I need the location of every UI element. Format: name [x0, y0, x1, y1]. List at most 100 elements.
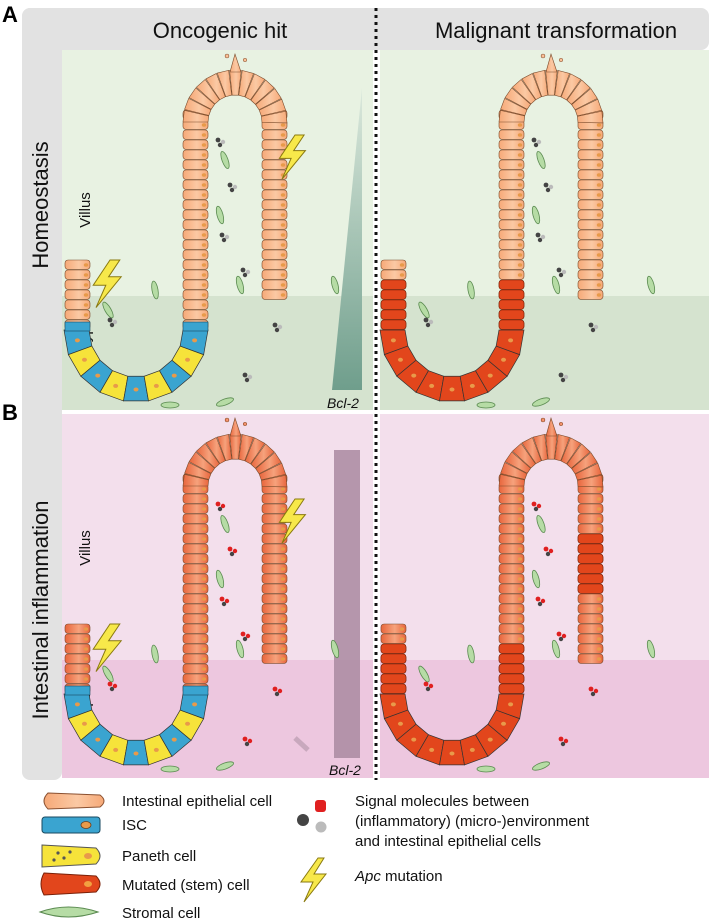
- mutated-cell-nucleus: [487, 737, 493, 742]
- epithelial-cell-nucleus: [517, 547, 523, 551]
- epithelial-cell-nucleus: [596, 133, 602, 137]
- epithelial-cell: [261, 229, 288, 240]
- epithelial-cell-nucleus: [201, 283, 207, 287]
- signal-molecules: [531, 137, 537, 143]
- epithelial-cell-nucleus: [399, 627, 405, 631]
- epithelial-cell-nucleus: [201, 657, 207, 661]
- epithelial-cell: [498, 563, 525, 574]
- epithelial-cell: [261, 613, 288, 624]
- stromal-cell: [531, 205, 541, 225]
- epithelial-cell-nucleus: [280, 577, 286, 581]
- signal-molecules: [560, 377, 566, 383]
- epithelial-cell-nucleus: [201, 153, 207, 157]
- villus-tip-cell-shed: [224, 53, 230, 59]
- epithelial-cell: [182, 603, 209, 614]
- epithelial-cell-nucleus: [517, 597, 523, 601]
- epithelial-cell-nucleus: [280, 657, 286, 661]
- villus-tip-cell: [250, 443, 275, 469]
- signal-molecules: [533, 506, 539, 512]
- epithelial-cell: [577, 179, 604, 190]
- signal-molecules: [535, 596, 541, 602]
- epithelial-cell-nucleus: [596, 597, 602, 601]
- epithelial-cell: [182, 593, 209, 604]
- epithelial-cell-nucleus: [201, 567, 207, 571]
- villus-tip-cell: [532, 70, 549, 97]
- mutated-cell-nucleus: [397, 721, 403, 726]
- crypt-base-cell-nucleus: [74, 702, 80, 707]
- epithelial-cell-nucleus: [596, 487, 602, 491]
- epithelial-cell: [577, 139, 604, 150]
- signal-molecules: [224, 598, 230, 604]
- villus-tip-cell-tuft: [229, 416, 242, 437]
- epithelial-cell-nucleus: [201, 537, 207, 541]
- legend-label-signal-line2: (inflammatory) (micro-)environment: [355, 813, 590, 830]
- signal-molecules: [545, 187, 551, 193]
- epithelial-cell: [182, 543, 209, 554]
- villus-tip-cell: [560, 437, 582, 465]
- stromal-cell: [215, 205, 225, 225]
- epithelial-cell: [261, 159, 288, 170]
- mutated-cell: [498, 309, 525, 320]
- signal-molecules: [531, 501, 537, 507]
- epithelial-cell: [498, 543, 525, 554]
- epithelial-cell: [64, 269, 91, 280]
- epithelial-cell-nucleus: [83, 667, 89, 671]
- epithelial-cell-nucleus: [201, 223, 207, 227]
- stromal-cell: [160, 401, 180, 409]
- epithelial-cell-nucleus: [201, 273, 207, 277]
- epithelial-cell: [182, 129, 209, 140]
- stromal-cell: [102, 665, 114, 683]
- epithelial-cell: [261, 563, 288, 574]
- stromal-cell: [646, 639, 656, 659]
- epithelial-cell-nucleus: [280, 547, 286, 551]
- epithelial-cell: [498, 553, 525, 564]
- mutated-cell-nucleus: [449, 387, 455, 392]
- epithelial-cell: [261, 179, 288, 190]
- zone-label-villus-bottom: Villus: [77, 530, 94, 566]
- epithelial-cell: [182, 169, 209, 180]
- mutated-cell-nucleus: [501, 357, 507, 362]
- epithelial-cell: [577, 269, 604, 280]
- villus-tip-cell: [188, 87, 216, 110]
- epithelial-cell: [498, 139, 525, 150]
- epithelial-cell: [577, 219, 604, 230]
- signal-molecules: [563, 738, 569, 744]
- epithelial-cell: [182, 583, 209, 594]
- villus-tip-cell: [188, 451, 216, 474]
- signal-molecules: [244, 377, 250, 383]
- mutated-cell: [380, 309, 407, 320]
- epithelial-cell: [64, 289, 91, 300]
- signal-molecules: [221, 237, 227, 243]
- epithelial-cell: [577, 513, 604, 524]
- apc-mutation-lightning-crypt: [92, 623, 123, 672]
- villus-tip-cell: [521, 73, 542, 101]
- epithelial-cell: [261, 259, 288, 270]
- epithelial-cell-nucleus: [517, 153, 523, 157]
- epithelial-cell: [261, 503, 288, 514]
- mutated-cell: [380, 319, 407, 330]
- crypt-base-cell-nucleus: [153, 383, 159, 388]
- villus-tip-cell-shed: [558, 57, 564, 63]
- epithelial-cell: [182, 219, 209, 230]
- panel-letter-b: B: [2, 400, 18, 425]
- signal-molecules: [224, 234, 230, 240]
- legend-label-mutated: Mutated (stem) cell: [122, 877, 250, 894]
- isc-cell: [182, 685, 209, 696]
- row-header-bar: [22, 8, 62, 780]
- epithelial-cell-nucleus: [517, 557, 523, 561]
- villus-tip-cell: [511, 78, 536, 105]
- legend-lightning-icon: [300, 857, 328, 903]
- legend-label-isc: ISC: [122, 817, 147, 834]
- epithelial-cell: [64, 299, 91, 310]
- legend-apc-rest: mutation: [381, 868, 443, 885]
- epithelial-cell-nucleus: [201, 677, 207, 681]
- epithelial-cell: [577, 603, 604, 614]
- epithelial-cell-nucleus: [596, 607, 602, 611]
- epithelial-cell: [498, 583, 525, 594]
- legend-paneth-swatch: [41, 844, 101, 868]
- epithelial-cell-nucleus: [83, 273, 89, 277]
- epithelial-cell-nucleus: [201, 253, 207, 257]
- epithelial-cell: [261, 533, 288, 544]
- row-title-homeostasis: Homeostasis: [28, 141, 53, 268]
- mutated-cell: [498, 683, 525, 694]
